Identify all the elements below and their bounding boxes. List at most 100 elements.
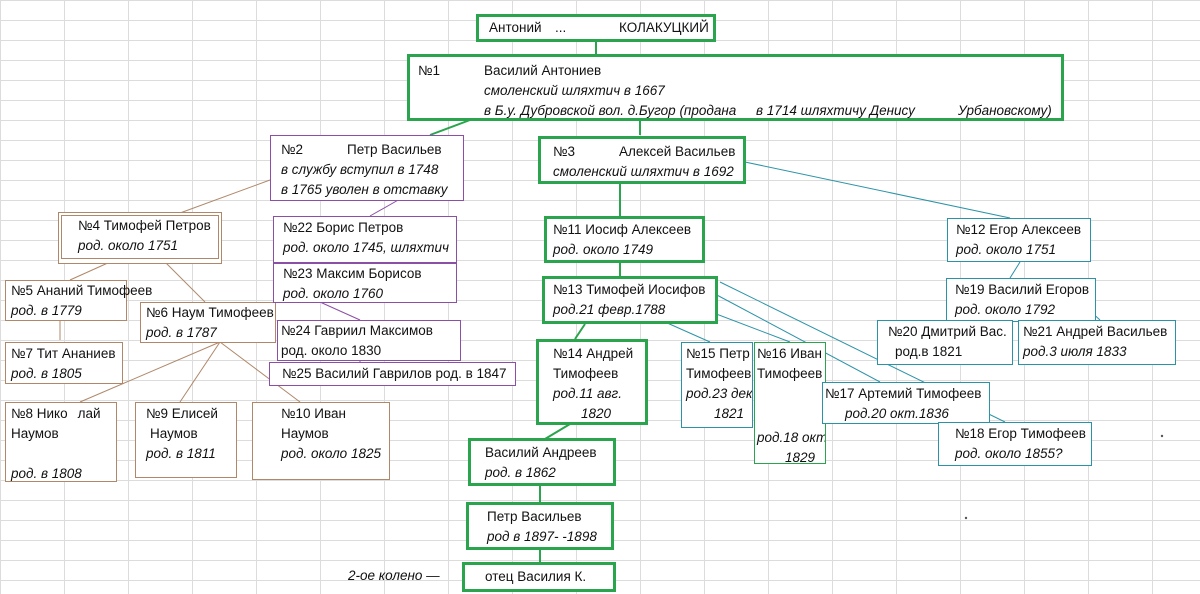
connector-n23-n24 — [319, 301, 361, 321]
node-16-year: 1829 — [785, 450, 816, 464]
node-25: №25 Василий Гаврилов род. в 1847 — [269, 362, 516, 386]
node-petr-vasilyev-name: Петр Васильев — [487, 509, 582, 524]
node-20-birth: род.в 1821 — [895, 344, 963, 359]
connector-n13-n17 — [714, 293, 881, 383]
connector-n6-n10 — [219, 341, 301, 403]
node-9-surname: Наумов — [150, 426, 198, 441]
node-4-name: №4 Тимофей Петров — [78, 218, 211, 233]
node-6-birth: род. в 1787 — [146, 325, 217, 340]
node-1-line3a: в Б.у. Дубровской вол. д.Бугор (продана — [484, 103, 737, 118]
node-10: №10 Иван Наумов род. около 1825 — [252, 402, 390, 480]
connector-n4-n5 — [69, 261, 111, 281]
node-18-birth: род. около 1855? — [955, 446, 1063, 461]
node-5: №5 Ананий Тимофеев род. в 1779 — [5, 280, 153, 321]
node-5-name: №5 Ананий Тимофеев — [11, 283, 153, 298]
node-9-birth: род. в 1811 — [146, 446, 216, 461]
node-vasily-andreev: Василий Андреев род. в 1862 — [468, 438, 616, 486]
node-father: отец Василия К. — [462, 562, 616, 592]
node-3-name: Алексей Васильев — [619, 144, 736, 159]
node-22-name: №22 Борис Петров — [283, 220, 404, 235]
node-1-line2: смоленский шляхтич в 1667 — [484, 83, 665, 98]
node-root: Антоний ... КОЛАКУЦКИЙ — [476, 14, 716, 42]
node-14: №14 Андрей Тимофеев род.11 авг. 1820 — [536, 339, 648, 425]
node-11-birth: род. около 1749 — [553, 242, 653, 257]
node-9-name: №9 Елисей — [146, 406, 218, 421]
node-8-blank — [11, 444, 111, 464]
node-8-l1b: лай — [77, 406, 101, 421]
node-20: №20 Дмитрий Вас. род.в 1821 — [877, 320, 1013, 365]
node-11-name: №11 Иосиф Алексеев — [553, 222, 691, 237]
node-17-birth: род.20 окт.1836 — [845, 406, 949, 421]
node-4-birth: род. около 1751 — [78, 238, 178, 253]
node-4-inner: №4 Тимофей Петров род. около 1751 — [61, 215, 219, 259]
node-19-birth: род. около 1792 — [955, 302, 1055, 317]
node-10-name: №10 Иван — [281, 406, 346, 421]
node-vasily-andreev-birth: род. в 1862 — [485, 465, 556, 480]
node-14-year: 1820 — [581, 406, 612, 421]
node-4: №4 Тимофей Петров род. около 1751 — [58, 212, 222, 264]
node-2-name: Петр Васильев — [347, 142, 442, 157]
node-11: №11 Иосиф Алексеев род. около 1749 — [544, 216, 705, 263]
node-petr-vasilyev: Петр Васильев род в 1897- -1898 — [466, 502, 614, 550]
node-15-name: №15 Петр — [686, 346, 750, 361]
node-23: №23 Максим Борисов род. около 1760 — [273, 263, 457, 303]
node-3-num: №3 — [553, 144, 575, 159]
node-16-blank1 — [757, 384, 823, 404]
node-7-name: №7 Тит Ананиев — [11, 346, 116, 361]
node-18-name: №18 Егор Тимофеев — [955, 426, 1086, 441]
node-10-birth: род. около 1825 — [281, 446, 381, 461]
connector-n6-n8 — [79, 341, 221, 403]
node-20-name: №20 Дмитрий Вас. — [888, 324, 1007, 339]
stray-dot — [1160, 434, 1164, 438]
node-1-num: №1 — [418, 63, 440, 78]
node-5-birth: род. в 1779 — [11, 303, 82, 318]
connector-n13-n15 — [664, 321, 711, 343]
node-8-surname: Наумов — [11, 426, 59, 441]
node-17: №17 Артемий Тимофеев род.20 окт.1836 — [822, 382, 990, 424]
node-3: №3 Алексей Васильев смоленский шляхтич в… — [538, 136, 746, 184]
node-25-name: №25 Василий Гаврилов род. в 1847 — [282, 366, 507, 381]
node-12: №12 Егор Алексеев род. около 1751 — [947, 218, 1091, 262]
connector-n2-n22 — [369, 198, 401, 217]
root-surname: КОЛАКУЦКИЙ — [619, 20, 709, 35]
node-14-birth: род.11 авг. — [553, 386, 622, 401]
node-1-name: Василий Антониев — [484, 63, 602, 78]
node-father-name: отец Василия К. — [485, 569, 587, 584]
node-2-num: №2 — [281, 142, 303, 157]
connector-n13-n14 — [574, 323, 586, 340]
node-24: №24 Гавриил Максимов род. около 1830 — [277, 320, 461, 361]
node-21-birth: род.3 июля 1833 — [1023, 344, 1127, 359]
node-21: №21 Андрей Васильев род.3 июля 1833 — [1018, 320, 1176, 365]
node-16-surname: Тимофеев — [757, 366, 823, 381]
root-patronymic: ... — [555, 20, 567, 35]
node-3-line2: смоленский шляхтич в 1692 — [553, 164, 734, 179]
node-12-birth: род. около 1751 — [956, 242, 1056, 257]
connector-n3-n12 — [744, 161, 1011, 219]
connector-n14-va — [544, 423, 571, 440]
node-15-surname: Тимофеев — [686, 366, 752, 381]
node-23-name: №23 Максим Борисов — [283, 266, 422, 281]
node-19-name: №19 Василий Егоров — [955, 282, 1090, 297]
node-1: №1 Василий Антониев смоленский шляхтич в… — [407, 54, 1064, 121]
connector-n12-n19 — [1009, 261, 1021, 279]
node-14-name: №14 Андрей — [553, 346, 634, 361]
root-given: Антоний — [489, 20, 542, 35]
connector-n2-n4 — [179, 179, 271, 214]
node-petr-vasilyev-birth: род в 1897- -1898 — [487, 529, 597, 544]
node-16: №16 Иван Тимофеев род.18 окт. 1829 — [754, 342, 826, 464]
node-9: №9 Елисей Наумов род. в 1811 — [135, 402, 237, 478]
node-16-birth: род.18 окт. — [757, 430, 826, 445]
node-13-birth: род.21 февр.1788 — [553, 302, 666, 317]
node-21-name: №21 Андрей Васильев — [1023, 324, 1168, 339]
node-2-line2: в службу вступил в 1748 — [281, 162, 439, 177]
connector-n6-n9 — [179, 341, 221, 403]
node-18: №18 Егор Тимофеев род. около 1855? — [938, 422, 1092, 466]
node-13-name: №13 Тимофей Иосифов — [553, 282, 706, 297]
node-19: №19 Василий Егоров род. около 1792 — [946, 278, 1096, 322]
node-1-line3b: в 1714 шляхтичу Денису — [756, 103, 915, 118]
node-15: №15 Петр Тимофеев род.23 дек 1821 — [681, 342, 753, 428]
generation-label: 2-ое колено — — [348, 568, 440, 583]
